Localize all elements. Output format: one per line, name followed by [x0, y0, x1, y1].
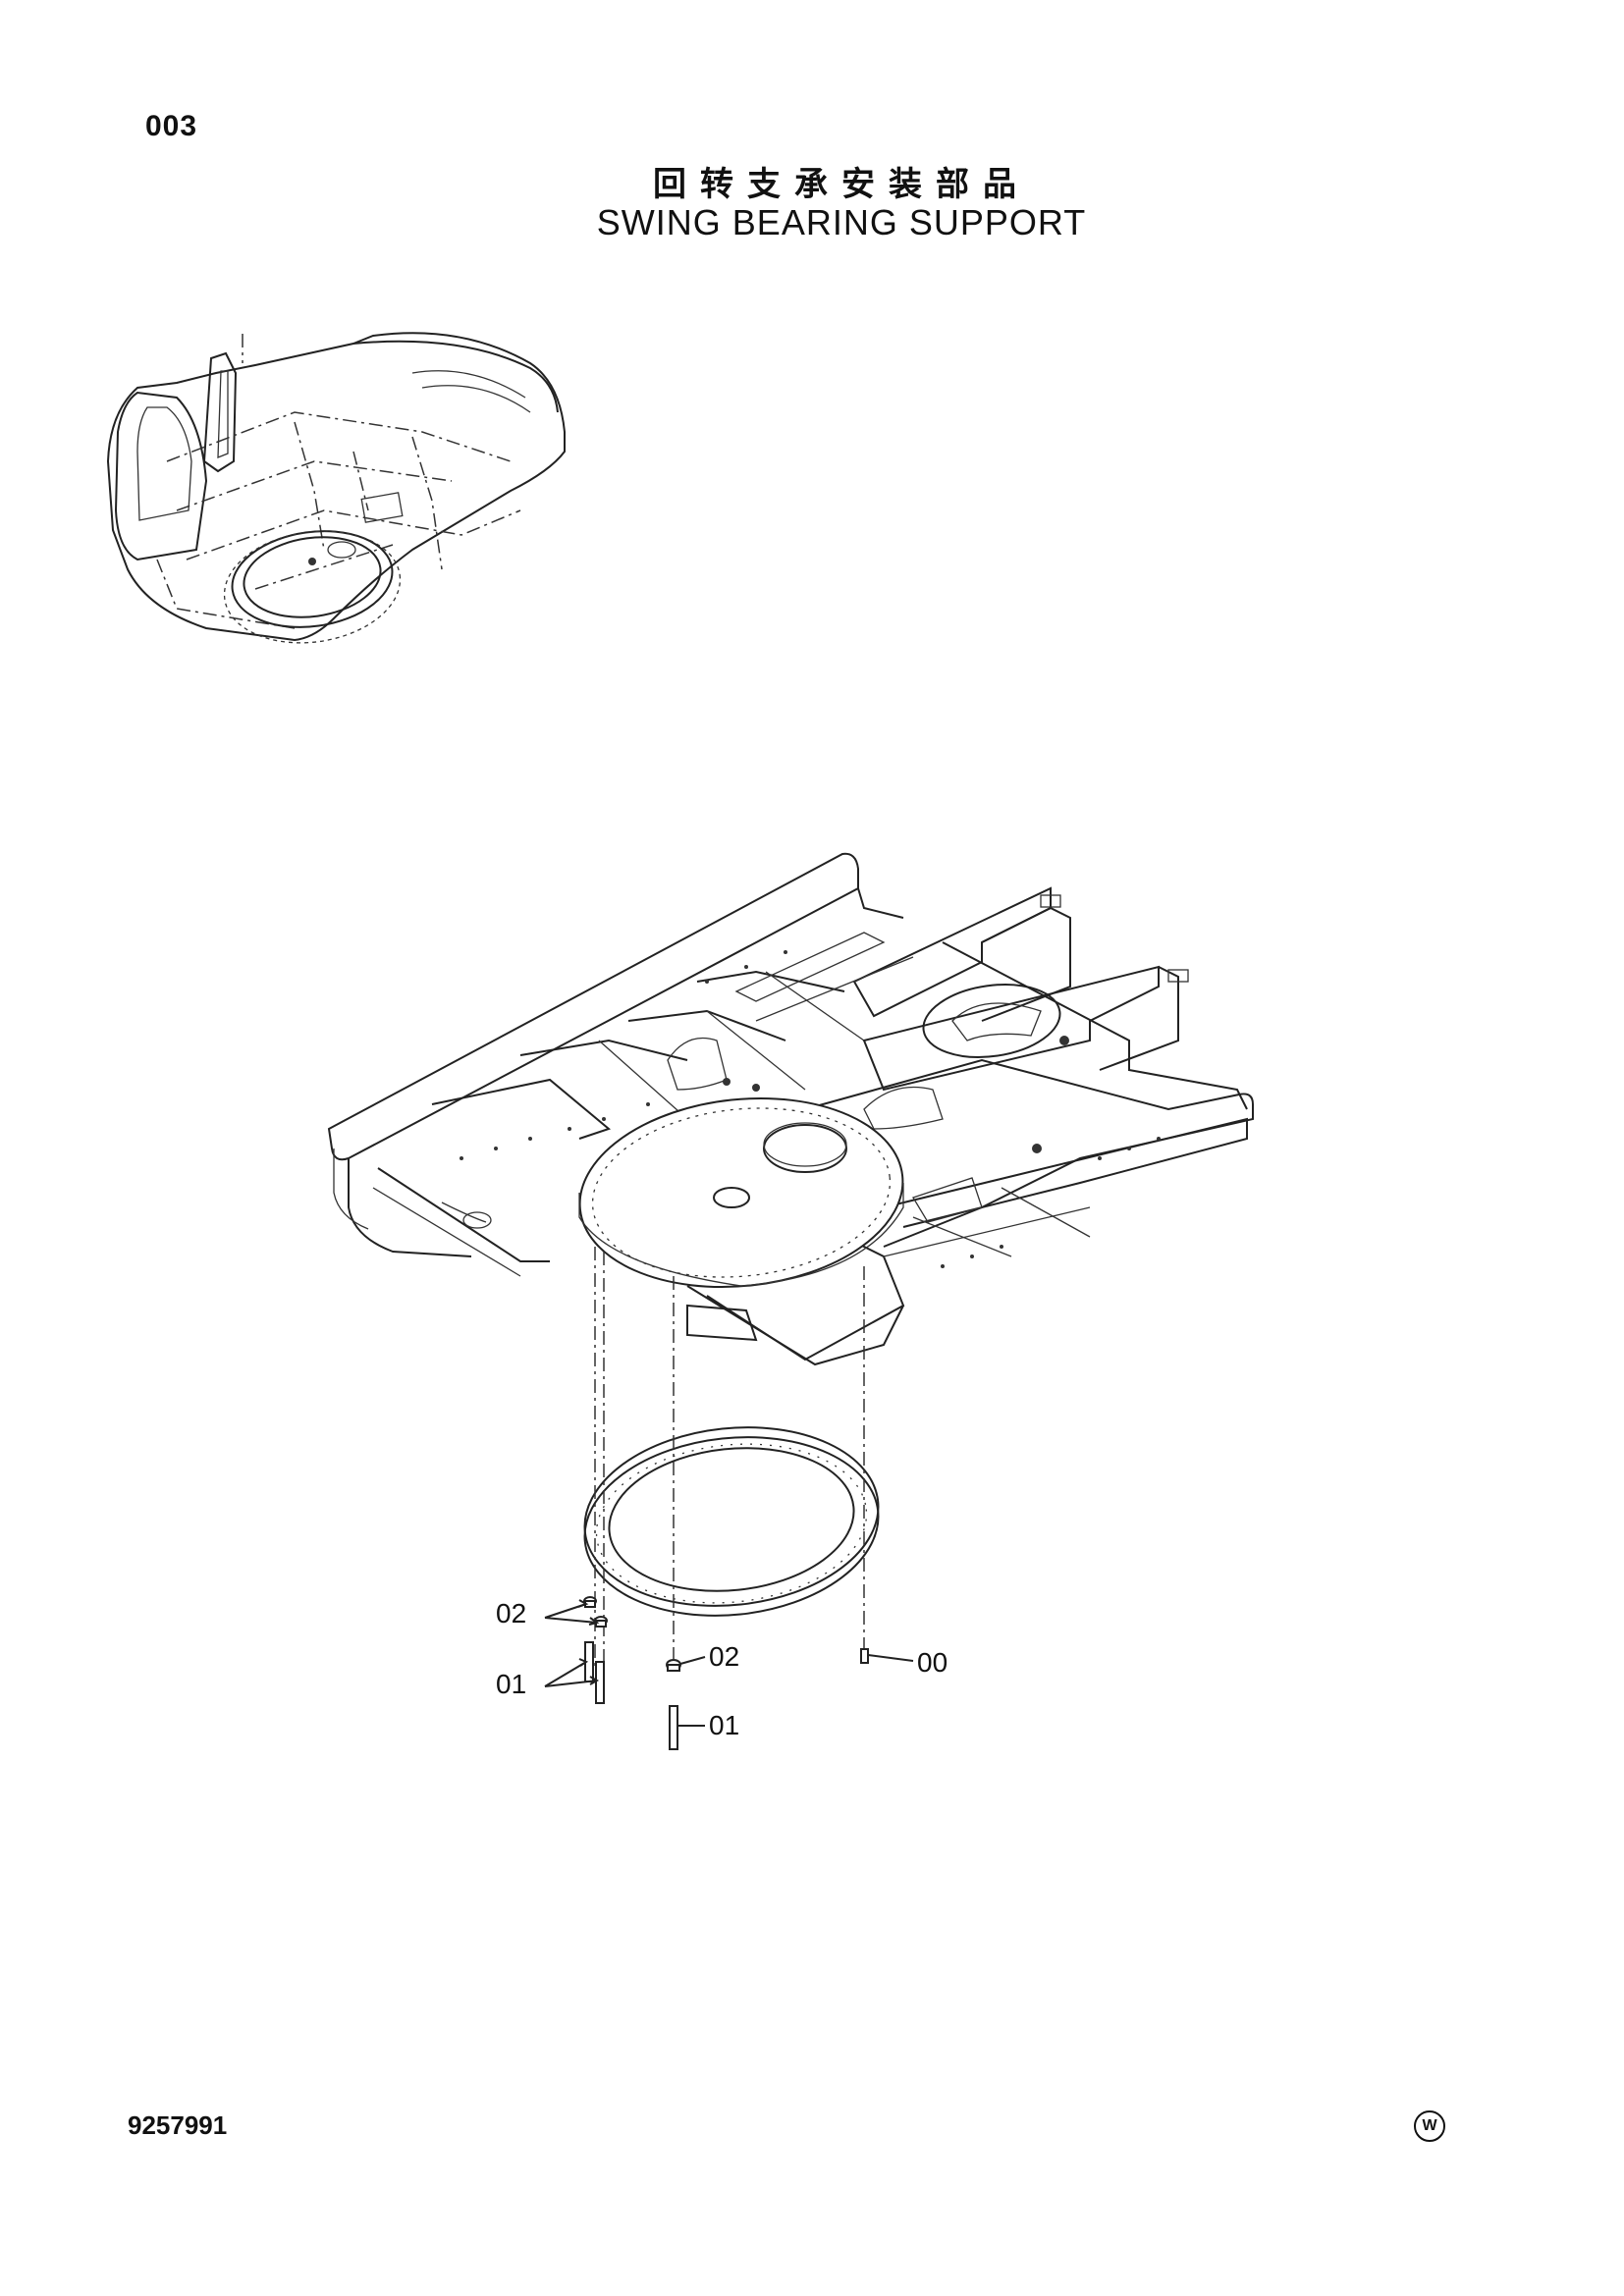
title-chinese: 回转支承安装部品 [653, 165, 1030, 204]
fasteners [544, 1596, 914, 1750]
swing-bearing-ring [583, 1426, 880, 1617]
revolving-frame-drawing [327, 852, 1254, 1366]
callout-02-center: 02 [709, 1641, 740, 1672]
document-number: 9257991 [128, 2110, 228, 2140]
page-number: 003 [145, 110, 198, 142]
callout-01-center: 01 [709, 1710, 740, 1740]
copyright-w-icon: W [1414, 2110, 1445, 2142]
overview-machine-drawing [106, 332, 566, 644]
callout-00-right: 00 [917, 1647, 948, 1678]
callout-01-left: 01 [496, 1669, 527, 1699]
alignment-lines [594, 1247, 865, 1698]
title-english: SWING BEARING SUPPORT [596, 202, 1087, 242]
callout-02-left: 02 [496, 1598, 527, 1629]
